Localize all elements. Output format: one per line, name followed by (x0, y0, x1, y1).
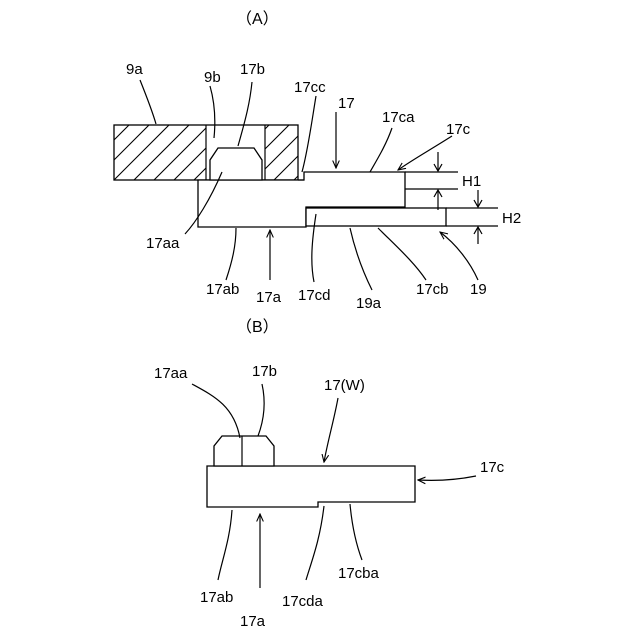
label-17ab: 17ab (206, 281, 239, 298)
label-17c: 17c (446, 121, 471, 138)
label-17ca: 17ca (382, 109, 415, 126)
label-17aa: 17aa (146, 235, 180, 252)
boss-17b (210, 148, 262, 180)
dimension-h1: H1 (405, 152, 481, 210)
boss-17b-b (214, 436, 274, 466)
label-b-17cda: 17cda (282, 593, 324, 610)
label-17a: 17a (256, 289, 282, 306)
label-19a: 19a (356, 295, 382, 312)
label-h2: H2 (502, 210, 521, 227)
label-h1: H1 (462, 173, 481, 190)
label-17cc: 17cc (294, 79, 326, 96)
label-b-17a: 17a (240, 613, 266, 630)
label-17cd: 17cd (298, 287, 331, 304)
panel-b: （B） 17aa 17b 17(W) 17c 17ab 17a 17cda 17… (154, 318, 505, 630)
label-b-17w: 17(W) (324, 377, 365, 394)
label-17: 17 (338, 95, 355, 112)
panel-b-title: （B） (236, 318, 279, 336)
label-b-17b: 17b (252, 363, 277, 380)
label-b-17ab: 17ab (200, 589, 233, 606)
workpiece-17w (207, 436, 415, 507)
label-b-17cba: 17cba (338, 565, 380, 582)
label-9a: 9a (126, 61, 143, 78)
label-17b: 17b (240, 61, 265, 78)
label-b-17aa: 17aa (154, 365, 188, 382)
label-9b: 9b (204, 69, 221, 86)
label-19: 19 (470, 281, 487, 298)
dimension-h2: H2 (446, 190, 521, 244)
panel-a: （A） H1 H2 (74, 10, 521, 312)
label-17cb: 17cb (416, 281, 449, 298)
panel-a-title: （A） (236, 10, 279, 28)
label-b-17c: 17c (480, 459, 505, 476)
base-19 (306, 208, 446, 226)
